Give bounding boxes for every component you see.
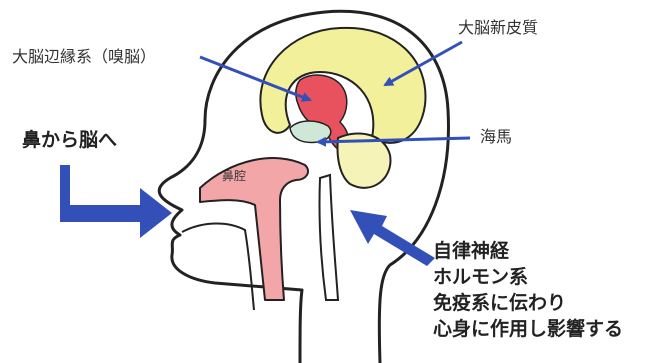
effect-line: 心身に作用し影響する: [433, 316, 623, 342]
arrow-effects: [350, 210, 435, 266]
label-hippocampus: 海馬: [480, 129, 512, 145]
label-nasal-cavity: 鼻腔: [222, 170, 246, 182]
label-cortex: 大脳新皮質: [458, 20, 538, 36]
effects-list: 自律神経 ホルモン系 免疫系に伝わり 心身に作用し影響する: [433, 238, 623, 342]
hippocampus-shape: [290, 121, 331, 142]
effect-line: ホルモン系: [433, 264, 623, 290]
effect-line: 免疫系に伝わり: [433, 290, 623, 316]
label-nose-to-brain: 鼻から脳へ: [22, 131, 117, 150]
spinal-shape: [319, 175, 338, 300]
effect-line: 自律神経: [433, 238, 623, 264]
nasal-cavity-shape: [200, 158, 308, 300]
arrow-nose-to-brain: [60, 165, 172, 238]
label-limbic: 大脳辺縁系（嗅脳）: [12, 49, 156, 65]
throat-outline: [182, 224, 254, 311]
